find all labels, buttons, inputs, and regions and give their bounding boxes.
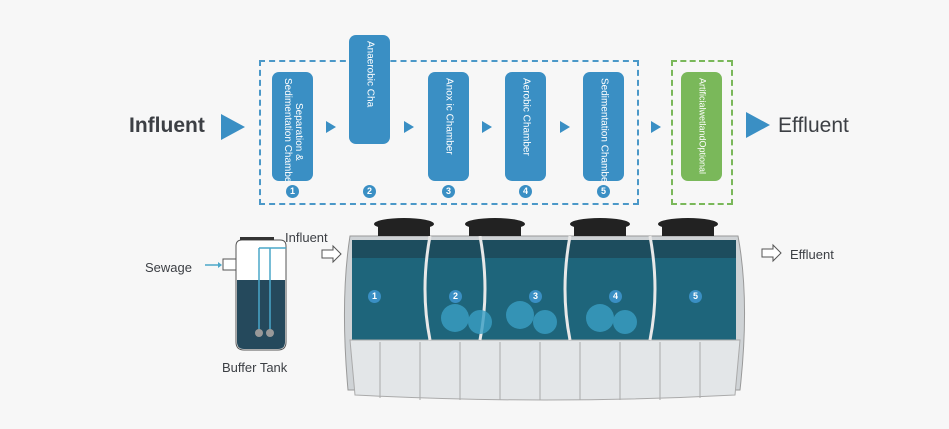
buffer-tank xyxy=(205,237,287,351)
chamber-number: 5 xyxy=(597,185,610,198)
chamber-3: Anox ic Chamber xyxy=(428,72,469,181)
arrow-icon xyxy=(560,121,570,133)
tank-marker-5: 5 xyxy=(689,290,702,303)
main-tank xyxy=(343,218,746,401)
chamber-number: 2 xyxy=(363,185,376,198)
chamber-2: Anaerobic Cha xyxy=(349,35,390,144)
artificial-wetland-box: ArtificialwetlandOptional xyxy=(681,72,722,181)
influent-arrow-icon xyxy=(321,244,342,264)
effluent-small-label: Effluent xyxy=(790,247,834,262)
arrow-icon xyxy=(651,121,661,133)
optional-group-border xyxy=(671,60,733,205)
arrow-icon xyxy=(404,121,414,133)
effluent-arrow-icon xyxy=(761,243,782,263)
arrow-icon xyxy=(221,114,245,140)
buffer-tank-label: Buffer Tank xyxy=(222,360,288,375)
arrow-icon xyxy=(482,121,492,133)
arrow-icon xyxy=(746,112,770,138)
influent-label: Influent xyxy=(129,114,205,137)
chamber-number: 1 xyxy=(286,185,299,198)
effluent-label: Effluent xyxy=(778,114,849,137)
chamber-5: Sedimentation Chamber xyxy=(583,72,624,181)
arrow-icon xyxy=(326,121,336,133)
tank-marker-3: 3 xyxy=(529,290,542,303)
influent-small-label: Influent xyxy=(285,230,328,245)
chamber-number: 4 xyxy=(519,185,532,198)
tank-marker-4: 4 xyxy=(609,290,622,303)
chamber-4: Aerobic Chamber xyxy=(505,72,546,181)
chamber-1: Separation & Sedimentation Chamber xyxy=(272,72,313,181)
tank-marker-2: 2 xyxy=(449,290,462,303)
tank-marker-1: 1 xyxy=(368,290,381,303)
chamber-number: 3 xyxy=(442,185,455,198)
treatment-group-border xyxy=(259,60,639,205)
sewage-label: Sewage xyxy=(145,260,192,275)
